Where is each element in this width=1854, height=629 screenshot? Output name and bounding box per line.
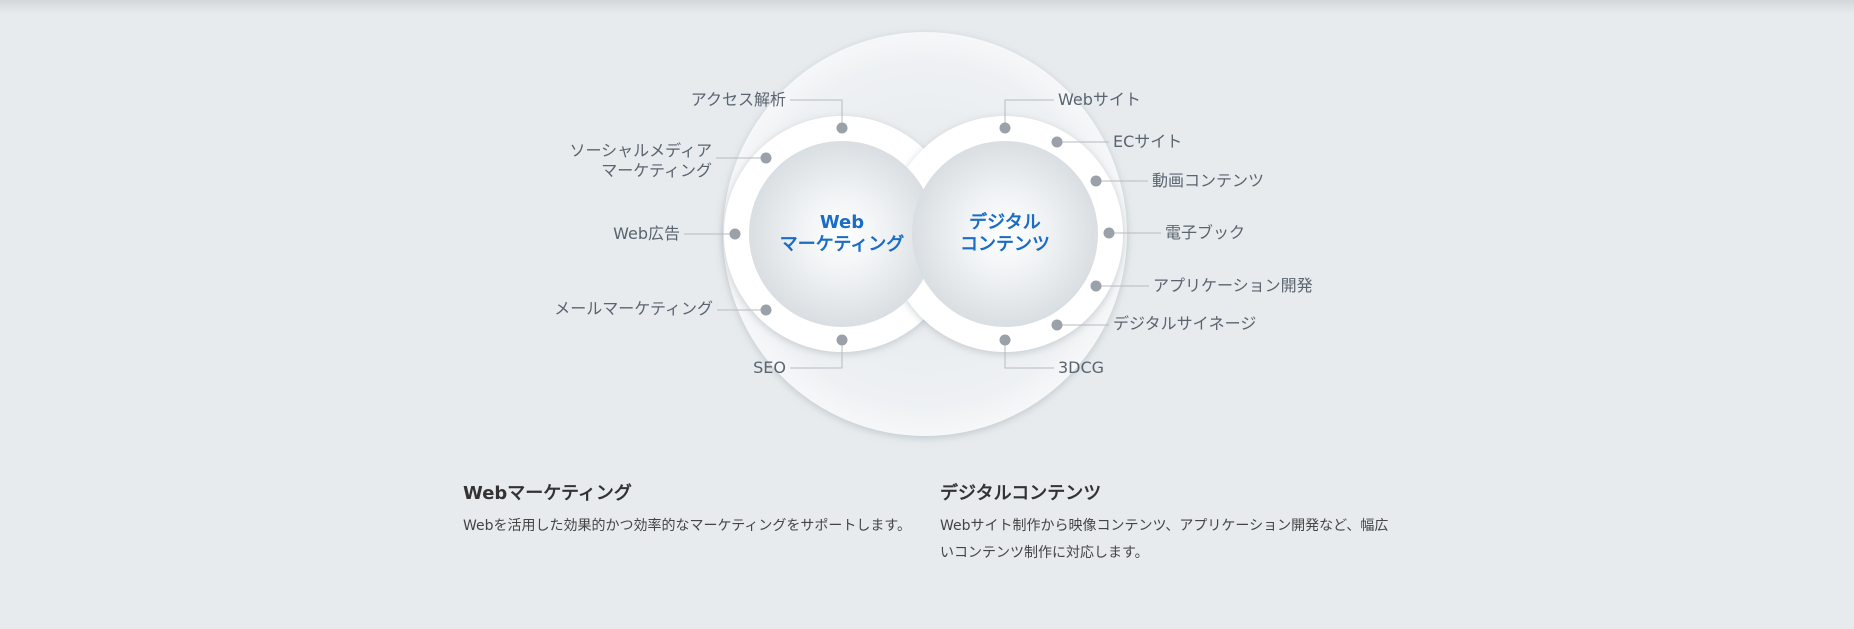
title-line: コンテンツ xyxy=(960,234,1050,255)
item-seo: SEO xyxy=(753,358,786,377)
item-website: Webサイト xyxy=(1058,90,1141,109)
digital-contents-description: デジタルコンテンツ Webサイト制作から映像コンテンツ、アプリケーション開発など… xyxy=(940,479,1390,567)
item-web-ads: Web広告 xyxy=(613,224,680,243)
description-title: デジタルコンテンツ xyxy=(940,483,1102,504)
title-line: Web xyxy=(819,212,865,233)
item-social-media-1: ソーシャルメディア xyxy=(569,141,712,160)
digital-contents-title: デジタル コンテンツ xyxy=(960,212,1050,256)
item-access-analysis: アクセス解析 xyxy=(690,90,786,109)
item-social-media-2: マーケティング xyxy=(601,161,712,180)
item-ebook: 電子ブック xyxy=(1165,223,1246,242)
item-signage: デジタルサイネージ xyxy=(1113,314,1257,333)
leader-lines xyxy=(684,99,1161,369)
description-text: Webサイト制作から映像コンテンツ、アプリケーション開発など、幅広いコンテンツ制… xyxy=(940,518,1389,561)
item-3dcg: 3DCG xyxy=(1058,358,1105,377)
item-app-dev: アプリケーション開発 xyxy=(1153,276,1313,295)
item-video: 動画コンテンツ xyxy=(1152,171,1265,190)
web-marketing-description: Webマーケティング Webを活用した効果的かつ効率的なマーケティングをサポート… xyxy=(463,479,913,540)
web-marketing-title: Web マーケティング xyxy=(780,212,905,256)
description-title: Webマーケティング xyxy=(463,483,632,504)
item-mail-marketing: メールマーケティング xyxy=(554,299,713,318)
item-ec-site: ECサイト xyxy=(1113,132,1183,151)
description-text: Webを活用した効果的かつ効率的なマーケティングをサポートします。 xyxy=(463,518,912,534)
title-line: デジタル xyxy=(969,212,1041,233)
item-dots xyxy=(729,122,1115,346)
top-shadow xyxy=(0,0,1854,14)
title-line: マーケティング xyxy=(779,234,905,255)
